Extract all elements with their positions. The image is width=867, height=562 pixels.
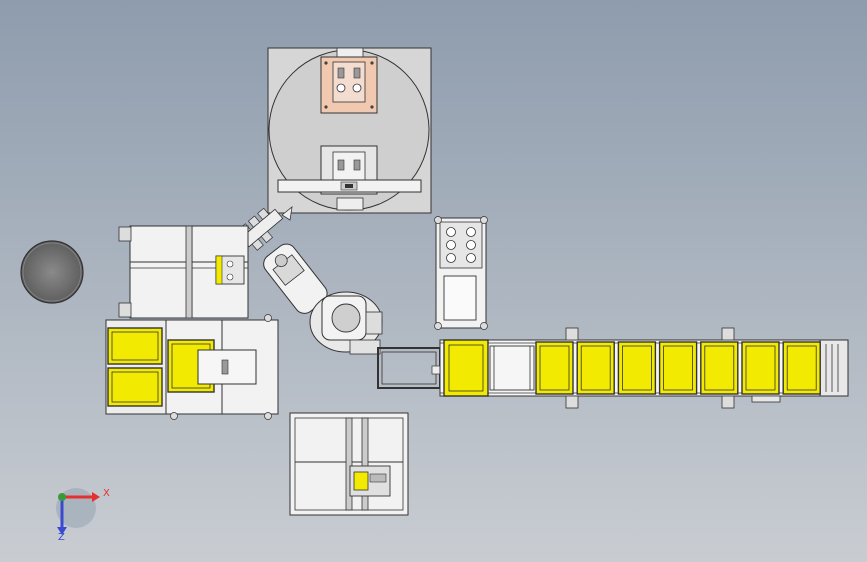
round-part-disk[interactable] — [20, 240, 84, 304]
conveyor-tray[interactable] — [782, 341, 821, 395]
fixture-upper[interactable] — [320, 47, 378, 114]
z-axis-label: Z — [58, 532, 65, 543]
robot-base[interactable] — [309, 291, 383, 355]
machine-left-upper[interactable] — [118, 225, 249, 319]
tray-rack-station[interactable] — [434, 216, 488, 330]
conveyor-line[interactable] — [439, 327, 849, 409]
conveyor-tray[interactable] — [617, 341, 657, 395]
feeder-module[interactable] — [215, 255, 245, 285]
transfer-section — [489, 345, 535, 391]
conveyor-tray-inner — [745, 345, 776, 391]
coordinate-triad: X Z — [56, 488, 110, 543]
tray-left-1[interactable] — [107, 327, 163, 365]
rack-cells — [446, 227, 476, 263]
conveyor-trays — [535, 341, 821, 395]
conveyor-tray[interactable] — [700, 341, 739, 395]
rack-cell — [466, 240, 476, 250]
conveyor-tray-inner — [704, 345, 735, 391]
rack-cell — [446, 227, 456, 237]
bottom-fixture[interactable] — [349, 465, 391, 497]
rotary-table-station[interactable] — [267, 47, 432, 214]
rotary-cross-bar — [277, 179, 422, 193]
rack-cell — [466, 253, 476, 263]
conveyor-tray-inner — [622, 345, 652, 391]
conveyor-tray-inner — [786, 345, 817, 391]
conveyor-tray[interactable] — [535, 341, 574, 395]
conveyor-tray-inner — [580, 345, 611, 391]
rack-cell — [446, 240, 456, 250]
conveyor-tray[interactable] — [658, 341, 698, 395]
conveyor-tray[interactable] — [741, 341, 780, 395]
conveyor-tray-inner — [663, 345, 693, 391]
y-axis-point — [58, 493, 66, 501]
rack-cell — [446, 253, 456, 263]
machine-left-lower[interactable] — [105, 314, 279, 420]
conveyor-entry-tray[interactable] — [443, 339, 489, 397]
conveyor-tray[interactable] — [576, 341, 615, 395]
x-axis-label: X — [103, 488, 110, 499]
tray-left-2[interactable] — [107, 367, 163, 407]
industrial-robot-arm[interactable] — [260, 240, 383, 355]
conveyor-tray-inner — [539, 345, 570, 391]
conveyor-end-rollers — [825, 344, 839, 392]
rack-cell — [466, 227, 476, 237]
bottom-station[interactable] — [289, 412, 409, 516]
